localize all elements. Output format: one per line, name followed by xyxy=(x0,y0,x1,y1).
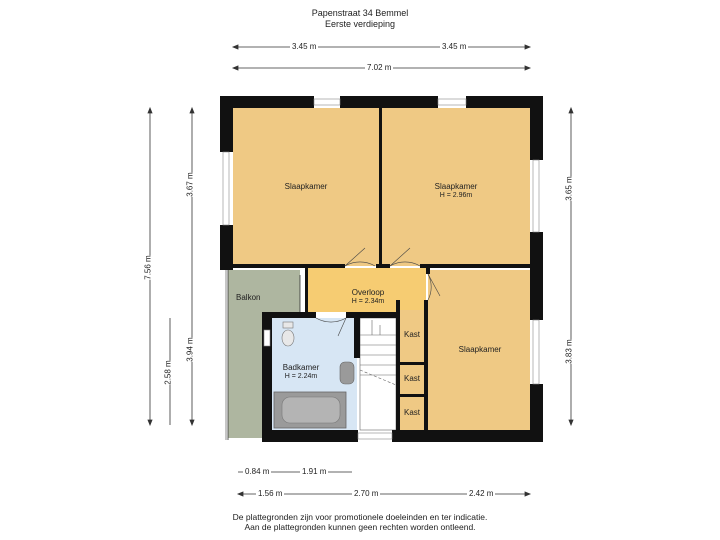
dim-bottom-b2: 2.70 m xyxy=(352,489,381,498)
address-title: Papenstraat 34 Bemmel xyxy=(311,8,409,18)
room-bedroom3-name: Slaapkamer xyxy=(458,345,502,354)
disclaimer-line1: De plattegronden zijn voor promotionele … xyxy=(232,512,488,522)
dim-bottom-a1: 0.84 m xyxy=(243,467,272,476)
room-bathroom-name: Badkamer xyxy=(282,363,320,372)
floor-subtitle: Eerste verdieping xyxy=(324,19,396,29)
bedroom3-fill xyxy=(428,270,530,430)
dim-right-upper: 3.65 m xyxy=(564,176,574,201)
windows xyxy=(222,98,540,440)
dim-bottom-b1: 1.56 m xyxy=(256,489,285,498)
room-balcony-name: Balkon xyxy=(236,293,261,302)
dim-left-inner: 2.58 m xyxy=(163,360,173,385)
room-bathroom-height: H = 2.24m xyxy=(284,373,318,380)
dim-top-left: 3.45 m xyxy=(290,42,319,51)
landing-fill xyxy=(308,268,426,312)
closets-fill xyxy=(400,310,424,430)
staircase xyxy=(359,317,397,431)
dim-top-right: 3.45 m xyxy=(440,42,469,51)
dim-bottom-a2: 1.91 m xyxy=(300,467,329,476)
dim-left-lower: 3.94 m xyxy=(185,337,195,362)
doors xyxy=(225,247,441,440)
room-bedroom1-name: Slaapkamer xyxy=(284,182,328,191)
toilet xyxy=(281,329,295,347)
room-landing-height: H = 2.34m xyxy=(351,298,385,305)
room-bedroom2-name: Slaapkamer xyxy=(434,182,478,191)
room-closet1-name: Kast xyxy=(403,330,420,339)
dim-bottom-b3: 2.42 m xyxy=(467,489,496,498)
bedroom2-fill xyxy=(382,108,530,266)
dim-top-total: 7.02 m xyxy=(365,63,394,72)
walls xyxy=(220,96,543,442)
sink xyxy=(339,361,355,385)
dim-right-lower: 3.83 m xyxy=(564,339,574,364)
room-landing-name: Overloop xyxy=(351,288,385,297)
bedroom1-fill xyxy=(233,108,379,266)
dim-left-outer: 7.56 m xyxy=(143,255,153,280)
room-bedroom2-height: H = 2.96m xyxy=(439,192,473,199)
dim-left-upper: 3.67 m xyxy=(185,172,195,197)
room-closet3-name: Kast xyxy=(403,408,420,417)
room-closet2-name: Kast xyxy=(403,374,420,383)
disclaimer-line2: Aan de plattegronden kunnen geen rechten… xyxy=(244,522,476,532)
